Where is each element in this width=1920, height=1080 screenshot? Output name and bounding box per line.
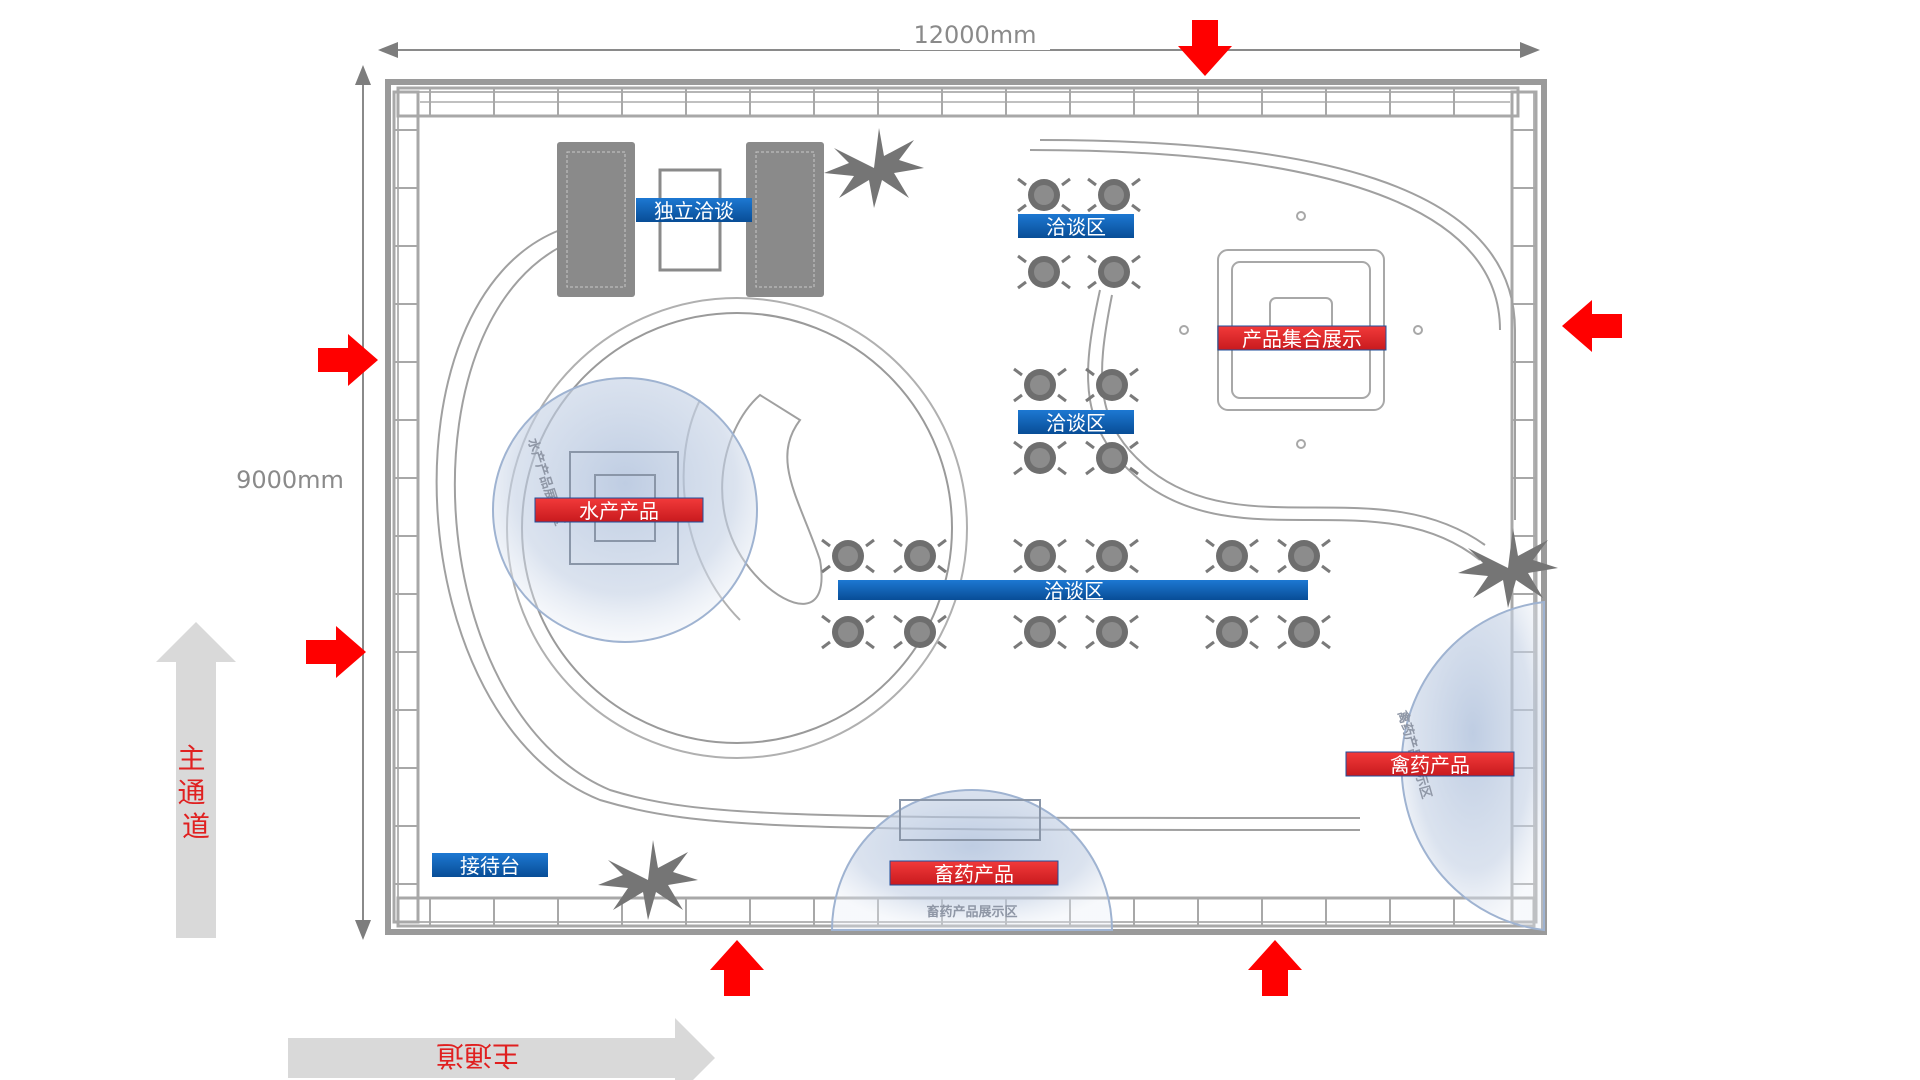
svg-text:洽谈区: 洽谈区 <box>1044 579 1104 603</box>
svg-text:产品集合展示: 产品集合展示 <box>1242 327 1362 351</box>
entrance-arrow-icon <box>1248 940 1302 996</box>
entrance-arrow-icon <box>318 334 378 386</box>
label-product-collection: 产品集合展示 <box>1217 325 1387 351</box>
palm-plant-icon <box>824 128 924 208</box>
label-private-talk: 独立洽谈 <box>636 198 752 223</box>
livestock-area-faint-label: 畜药产品展示区 <box>926 904 1017 920</box>
label-talk-top: 洽谈区 <box>1018 214 1134 239</box>
palm-plant-icon <box>598 840 698 920</box>
label-livestock-drug: 畜药产品 <box>889 860 1059 886</box>
label-aquatic: 水产产品 <box>534 497 704 523</box>
svg-text:水产产品: 水产产品 <box>579 499 659 523</box>
label-talk-mid: 洽谈区 <box>1018 410 1134 435</box>
width-dimension: 12000mm <box>378 16 1540 58</box>
livestock-display-area: 畜药产品展示区 <box>830 789 1114 931</box>
svg-text:接待台: 接待台 <box>460 854 520 878</box>
height-label: 9000mm <box>236 466 344 494</box>
svg-text:洽谈区: 洽谈区 <box>1046 215 1106 239</box>
svg-text:禽药产品: 禽药产品 <box>1390 753 1470 777</box>
entrance-arrow-icon <box>306 626 366 678</box>
svg-text:独立洽谈: 独立洽谈 <box>654 199 734 223</box>
svg-text:畜药产品: 畜药产品 <box>934 862 1014 886</box>
main-aisle-bottom-label: 主通道 <box>436 1039 520 1072</box>
main-aisle-left-label: 主 通 道 <box>178 742 215 843</box>
label-poultry-drug: 禽药产品 <box>1345 751 1515 777</box>
height-dimension: 9000mm <box>225 65 371 940</box>
entrance-arrow-icon <box>1178 20 1232 76</box>
entrance-arrow-icon <box>1562 300 1622 352</box>
main-aisle-left: 主 通 道 <box>156 622 236 938</box>
width-label: 12000mm <box>913 21 1036 49</box>
label-reception: 接待台 <box>432 853 548 878</box>
label-talk-bottom: 洽谈区 <box>838 579 1308 603</box>
main-aisle-bottom: 主通道 <box>288 1018 715 1080</box>
entrance-arrow-icon <box>710 940 764 996</box>
svg-text:洽谈区: 洽谈区 <box>1046 411 1106 435</box>
